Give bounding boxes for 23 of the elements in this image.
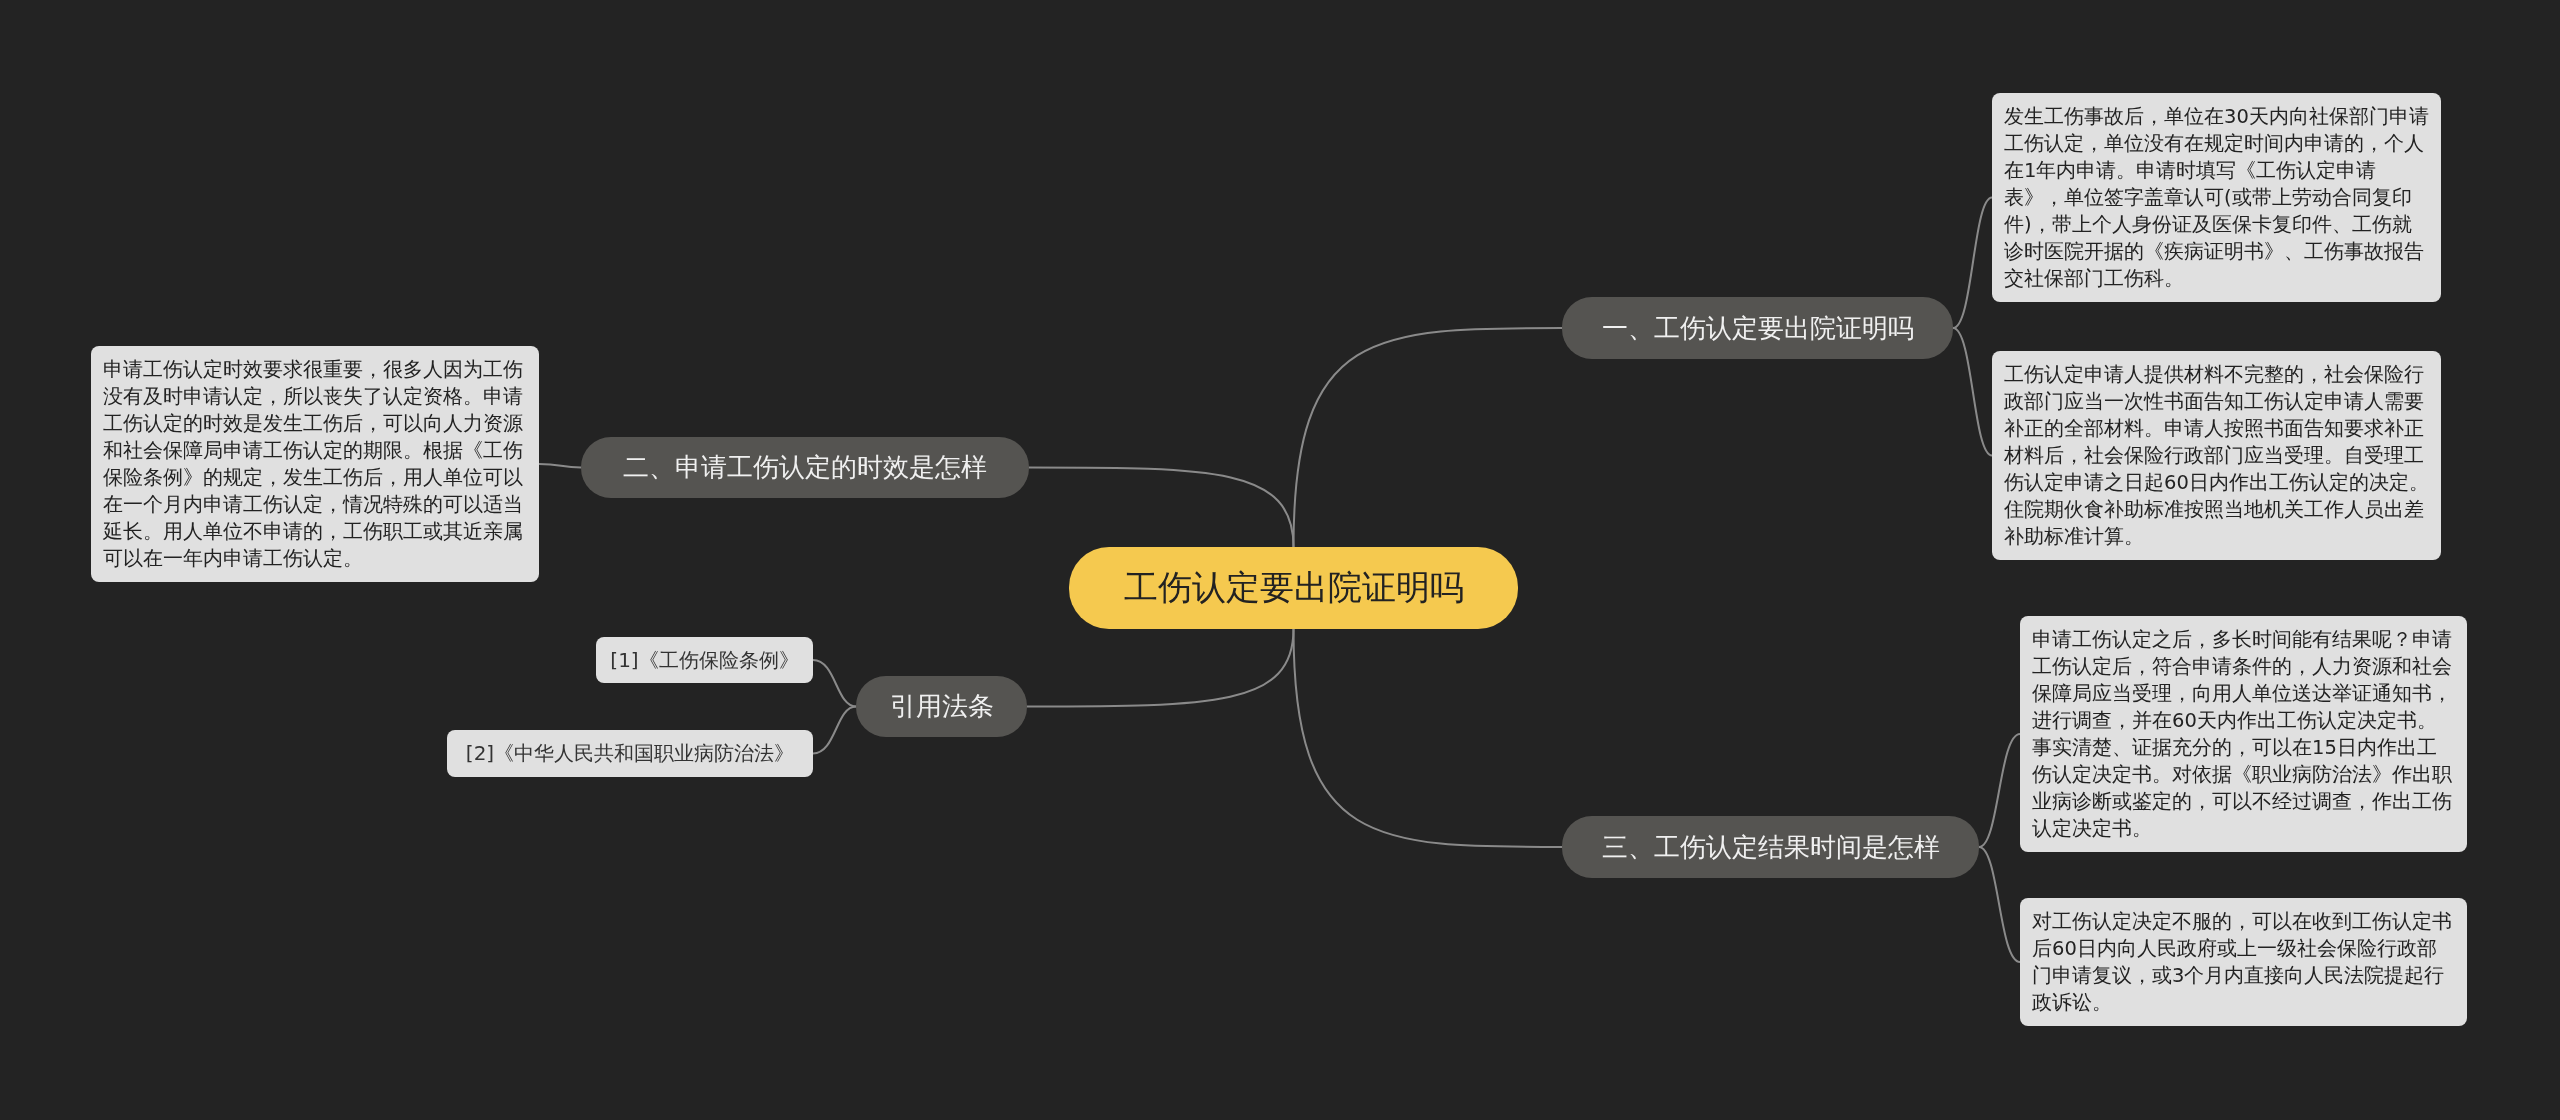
note-box: 发生工伤事故后，单位在30天内向社保部门申请工伤认定，单位没有在规定时间内申请的，个人在1年内申请。申请时填写《工伤认定申请表》，单位签字盖章认可(或带上劳动合同复印件)，带上个人身份证及医保卡复印件、工伤就诊时医院开据的《疾病证明书》、工伤事故报告交社保部门工伤科。 [1992,93,2441,302]
topic-box: 三、工伤认定结果时间是怎样 [1562,816,1979,878]
connector [1978,846,2021,963]
note-box: 对工伤认定决定不服的，可以在收到工伤认定书后60日内向人民政府或上一级社会保险行政部门申请复议，或3个月内直接向人民法院提起行政诉讼。 [2020,898,2467,1026]
connector [1028,466,1295,548]
connector [812,705,857,755]
reference-box: [1]《工伤保险条例》 [596,637,813,683]
connector [1292,327,1563,548]
connector [1978,733,2021,848]
topic-box: 一、工伤认定要出院证明吗 [1562,297,1953,359]
connector [812,659,857,708]
connector [1026,628,1295,708]
connector [1952,196,1993,329]
note-box: 工伤认定申请人提供材料不完整的，社会保险行政部门应当一次性书面告知工伤认定申请人需要补正的全部材料。申请人按照书面告知要求补正材料后，社会保险行政部门应当受理。自受理工伤认定申请之日起60日内作出工伤认定的决定。住院期伙食补助标准按照当地机关工作人员出差补助标准计算。 [1992,351,2441,560]
note-box: 申请工伤认定时效要求很重要，很多人因为工伤没有及时申请认定，所以丧失了认定资格。申请工伤认定的时效是发生工伤后，可以向人力资源和社会保障局申请工伤认定的期限。根据《工伤保险条例》的规定，发生工伤后，用人单位可以在一个月内申请工伤认定，情况特殊的可以适当延长。用人单位不申请的，工伤职工或其近亲属可以在一年内申请工伤认定。 [91,346,539,582]
connector [538,463,582,469]
topic-box: 引用法条 [856,676,1027,737]
note-box: 申请工伤认定之后，多长时间能有结果呢？申请工伤认定后，符合申请条件的，人力资源和社会保障局应当受理，向用人单位送达举证通知书，进行调查，并在60天内作出工伤认定决定书。事实清楚、证据充分的，可以在15日内作出工伤认定决定书。对依据《职业病防治法》作出职业病诊断或鉴定的，可以不经过调查，作出工伤认定决定书。 [2020,616,2467,852]
connector [1952,327,1993,457]
central-topic: 工伤认定要出院证明吗 [1069,547,1518,629]
connector [1292,628,1563,848]
reference-box: [2]《中华人民共和国职业病防治法》 [447,730,813,777]
topic-box: 二、申请工伤认定的时效是怎样 [581,437,1029,498]
